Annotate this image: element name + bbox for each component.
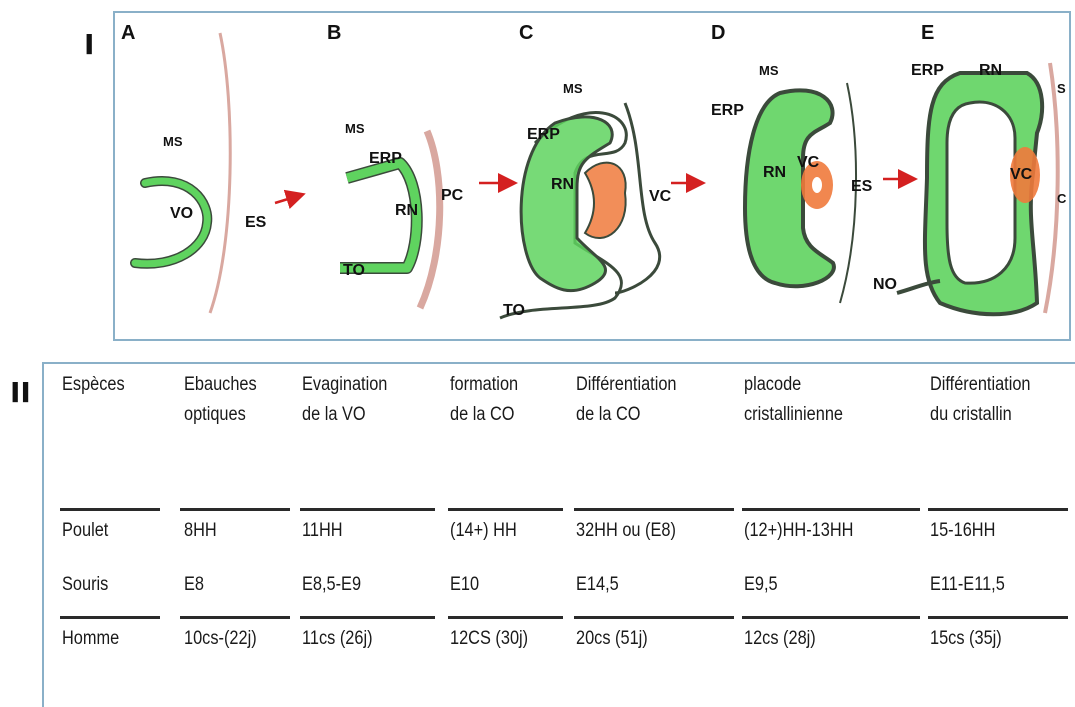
table-cell: E11-E11,5 xyxy=(930,574,1005,595)
panel-label-ii: II xyxy=(10,376,31,409)
label-vc: VC xyxy=(1010,166,1033,183)
table-cell: 15-16HH xyxy=(930,520,996,541)
table-cell: (12+)HH-13HH xyxy=(744,520,854,541)
arrow-a-b xyxy=(274,189,306,209)
header-rule xyxy=(180,508,290,511)
stage-letter-a: A xyxy=(121,22,135,44)
label-vo: VO xyxy=(170,205,193,222)
optic-nerve xyxy=(896,279,941,295)
label-ms: MS xyxy=(345,121,365,136)
label-no: NO xyxy=(873,276,897,293)
table-cell: Homme xyxy=(62,628,120,649)
panel-label-i: I xyxy=(84,28,95,61)
table-cell: 11cs (26j) xyxy=(302,628,373,649)
label-rn: RN xyxy=(395,202,418,219)
row-rule xyxy=(300,616,435,619)
table-cell: 8HH xyxy=(184,520,217,541)
label-c: C xyxy=(1057,191,1067,206)
stage-letter-e: E xyxy=(921,22,934,44)
label-vc: VC xyxy=(797,154,820,171)
eye-development-diagram: A B C D E MS VO ES MS ERP RN PC TO xyxy=(113,11,1071,341)
table-cell: 12cs (28j) xyxy=(744,628,816,649)
label-to: TO xyxy=(503,302,525,319)
row-rule xyxy=(928,616,1068,619)
stage-letter-d: D xyxy=(711,22,725,44)
surface-ectoderm xyxy=(208,32,232,314)
row-rule xyxy=(574,616,734,619)
header-species: Espèces xyxy=(62,374,125,395)
table-cell: E8 xyxy=(184,574,204,595)
surface-ectoderm xyxy=(416,129,444,310)
label-ms: MS xyxy=(759,63,779,78)
table-cell: 11HH xyxy=(302,520,343,541)
vitreous-cavity xyxy=(945,100,1017,285)
header-rule xyxy=(448,508,563,511)
optic-vesicle xyxy=(131,177,211,268)
header-rule xyxy=(928,508,1068,511)
table-cell: 10cs-(22j) xyxy=(184,628,257,649)
label-rn: RN xyxy=(551,176,574,193)
label-vc: VC xyxy=(649,188,672,205)
label-erp: ERP xyxy=(369,150,402,167)
label-to: TO xyxy=(343,262,365,279)
label-es: ES xyxy=(245,214,267,231)
label-erp: ERP xyxy=(527,126,560,143)
stage-letter-c: C xyxy=(519,22,533,44)
table-cell: 15cs (35j) xyxy=(930,628,1002,649)
stage-b-drawing: MS ERP RN PC TO xyxy=(340,121,518,310)
table-cell: E10 xyxy=(450,574,480,595)
stage-a-drawing: MS VO ES xyxy=(130,32,306,314)
row-rule xyxy=(448,616,563,619)
table-cell: Poulet xyxy=(62,520,109,541)
label-ms: MS xyxy=(563,81,583,96)
table-cell: E8,5-E9 xyxy=(302,574,362,595)
label-erp: ERP xyxy=(711,102,744,119)
stage-d-drawing: MS ERP RN VC ES xyxy=(711,63,918,304)
outer-contour xyxy=(614,102,661,295)
row-rule xyxy=(742,616,920,619)
row-rule xyxy=(60,616,160,619)
table-cell: (14+) HH xyxy=(450,520,517,541)
lens-vesicle xyxy=(583,161,627,239)
optic-cup xyxy=(340,158,422,273)
surface-ectoderm xyxy=(839,82,857,304)
stage-e-drawing: ERP RN VC NO S C xyxy=(873,62,1067,317)
table-cell: E14,5 xyxy=(576,574,619,595)
lens xyxy=(1010,147,1040,203)
table-cell: 12CS (30j) xyxy=(450,628,529,649)
label-s: S xyxy=(1057,81,1066,96)
table-cell: E9,5 xyxy=(744,574,778,595)
optic-cup xyxy=(742,88,836,289)
header-rule xyxy=(300,508,435,511)
table-cell: Souris xyxy=(62,574,109,595)
header-rule xyxy=(742,508,920,511)
optic-cup xyxy=(519,115,614,293)
label-ms: MS xyxy=(163,134,183,149)
table-cell: 20cs (51j) xyxy=(576,628,648,649)
surface-ectoderm xyxy=(1043,62,1060,314)
stage-letter-b: B xyxy=(327,22,341,44)
row-rule xyxy=(180,616,290,619)
header-rule xyxy=(574,508,734,511)
table-cell: 32HH ou (E8) xyxy=(576,520,676,541)
header-rule xyxy=(60,508,160,511)
diagram-canvas: A B C D E MS VO ES MS ERP RN PC TO xyxy=(121,22,1067,320)
lens-lumen xyxy=(812,177,822,193)
label-rn: RN xyxy=(979,62,1002,79)
label-pc: PC xyxy=(441,187,464,204)
label-es: ES xyxy=(851,178,873,195)
label-rn: RN xyxy=(763,164,786,181)
label-erp: ERP xyxy=(911,62,944,79)
stage-c-drawing: MS ERP RN VC TO xyxy=(499,81,706,320)
